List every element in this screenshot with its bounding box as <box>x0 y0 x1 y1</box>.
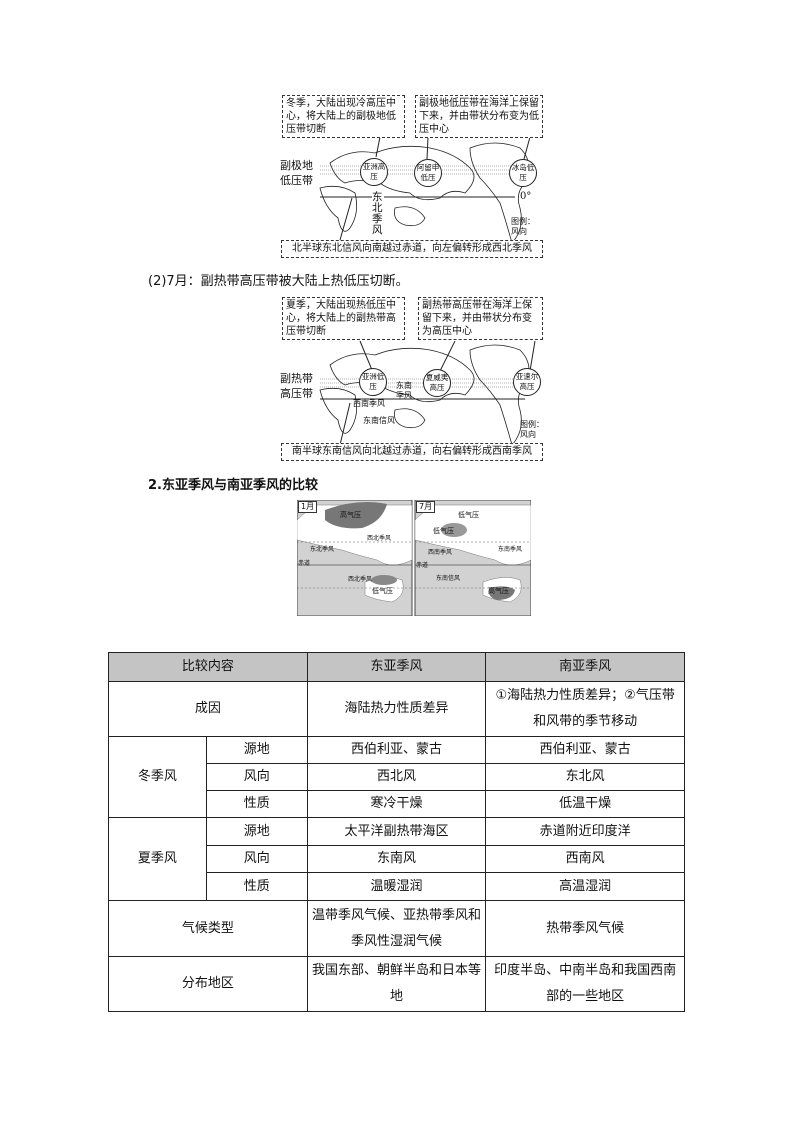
subpolar-note-box: 副极地低压带在海洋上保留下来，并由带状分布变为低压中心 <box>415 95 543 138</box>
table-row: 成因 海陆热力性质差异 ①海陆热力性质差异；②气压带和风带的季节移动 <box>108 681 685 737</box>
summer-note-box: 夏季，大陆出现热低压中心，将大陆上的副热带高压带切断 <box>282 297 405 340</box>
table-cell: 温带季风气候、亚热带季风和季风性湿润气候 <box>306 900 487 957</box>
belt-label: 高压带 <box>280 387 313 400</box>
map-label: 东南信风 <box>436 575 461 582</box>
winter-note-box: 冬季，大陆出现冷高压中心，将大陆上的副极地低压带切断 <box>282 95 405 138</box>
table-cell: 东北风 <box>485 763 685 791</box>
table-row: 风向 西北风 东北风 <box>109 763 685 791</box>
row-label: 分布地区 <box>108 956 308 1012</box>
sub-label: 源地 <box>205 817 308 846</box>
map-panel-title: 1月 <box>298 501 318 513</box>
map-label: 东南季风 <box>498 546 523 553</box>
table-row: 性质 寒冷干燥 低温干燥 <box>109 790 685 818</box>
pressure-center: 阿留申低压 <box>414 159 442 187</box>
map-label: 低气压 <box>372 587 393 595</box>
row-label: 冬季风 <box>108 736 207 818</box>
legend-wind-direction: 图例：风向 <box>520 420 544 439</box>
map-label: 低气压 <box>433 527 454 535</box>
table-row: 风向 东南风 西南风 <box>109 845 685 873</box>
table-cell: 寒冷干燥 <box>306 790 487 818</box>
table-cell: 西伯利亚、蒙古 <box>306 736 487 764</box>
equator-label: 0° <box>520 191 532 202</box>
map-label: 东北季风 <box>310 546 335 553</box>
table-row: 夏季风 源地 太平洋副热带海区 赤道附近印度洋 <box>108 817 685 901</box>
monsoon-comparison-table: 比较内容 东亚季风 南亚季风 成因 海陆热力性质差异 ①海陆热力性质差异；②气压… <box>108 652 685 1012</box>
wind-label: 东北季风 <box>372 191 384 236</box>
header-cell: 东亚季风 <box>306 652 487 682</box>
map-label: 西北季风 <box>367 535 392 542</box>
sub-label: 风向 <box>205 845 308 873</box>
sub-label: 性质 <box>205 790 308 818</box>
table-row: 冬季风 源地 西伯利亚、蒙古 西伯利亚、蒙古 <box>108 736 685 818</box>
header-cell: 南亚季风 <box>485 652 685 682</box>
table-cell: 海陆热力性质差异 <box>306 681 487 737</box>
wind-label: 东南季风 <box>396 381 412 400</box>
sub-label: 风向 <box>205 763 308 791</box>
map-label: 西北季风 <box>348 576 373 583</box>
wind-label: 西南季风 <box>353 399 385 408</box>
table-cell: 西伯利亚、蒙古 <box>485 736 685 764</box>
table-cell: 低温干燥 <box>485 790 685 818</box>
belt-label: 副极地 <box>280 159 313 172</box>
pressure-center: 夏威夷高压 <box>423 369 451 397</box>
table-cell: 太平洋副热带海区 <box>306 817 487 846</box>
table-cell: 热带季风气候 <box>485 900 685 957</box>
pressure-center: 亚洲高压 <box>360 158 388 186</box>
wind-label: 东南信风 <box>363 416 395 425</box>
belt-label: 副热带 <box>280 372 313 385</box>
table-cell: 高温湿润 <box>485 872 685 901</box>
table-cell: 西北风 <box>306 763 487 791</box>
legend-wind-direction: 图例：风向 <box>511 217 535 236</box>
pressure-center: 亚速尔高压 <box>513 368 541 396</box>
sub-label: 性质 <box>205 872 308 901</box>
table-cell: 印度半岛、中南半岛和我国西南部的一些地区 <box>485 956 685 1012</box>
northeast-trade-note-box: 北半球东北信风向南越过赤道，向左偏转形成西北季风 <box>281 240 543 258</box>
belt-label: 低压带 <box>280 174 313 187</box>
table-row: 气候类型 温带季风气候、亚热带季风和季风性湿润气候 热带季风气候 <box>108 900 685 957</box>
section-heading-july: (2)7月：副热带高压带被大陆上热低压切断。 <box>148 274 409 289</box>
row-label: 成因 <box>108 681 308 737</box>
table-cell: 赤道附近印度洋 <box>485 817 685 846</box>
table-row: 分布地区 我国东部、朝鲜半岛和日本等地 印度半岛、中南半岛和我国西南部的一些地区 <box>108 956 685 1012</box>
map-label: 赤道 <box>416 562 429 569</box>
map-label: 赤道 <box>298 560 311 567</box>
table-row: 性质 温暖湿润 高温湿润 <box>109 872 685 901</box>
row-label: 气候类型 <box>108 900 308 957</box>
sub-label: 源地 <box>205 736 308 764</box>
table-header-row: 比较内容 东亚季风 南亚季风 <box>108 652 685 682</box>
table-cell: 西南风 <box>485 845 685 873</box>
table-cell: 东南风 <box>306 845 487 873</box>
map-label: 西南季风 <box>428 549 453 556</box>
header-cell: 比较内容 <box>108 652 308 682</box>
table-cell: ①海陆热力性质差异；②气压带和风带的季节移动 <box>485 681 685 737</box>
table-cell: 温暖湿润 <box>306 872 487 901</box>
map-panel-title: 7月 <box>416 501 436 513</box>
pressure-center: 冰岛低压 <box>509 159 537 187</box>
section-heading-compare: 2.东亚季风与南亚季风的比较 <box>148 478 318 493</box>
row-label: 夏季风 <box>108 817 207 901</box>
subtropical-note-box: 副热带高压带在海洋上保留下来，并由带状分布变为高压中心 <box>418 297 543 340</box>
table-cell: 我国东部、朝鲜半岛和日本等地 <box>306 956 487 1012</box>
map-label: 高气压 <box>340 511 361 519</box>
southeast-trade-note-box: 南半球东南信风向北越过赤道，向右偏转形成西南季风 <box>281 443 543 461</box>
monsoon-map-graphic <box>297 500 531 616</box>
map-label: 低气压 <box>458 511 479 519</box>
pressure-center: 亚洲低压 <box>359 368 387 396</box>
map-label: 高气压 <box>488 587 509 595</box>
